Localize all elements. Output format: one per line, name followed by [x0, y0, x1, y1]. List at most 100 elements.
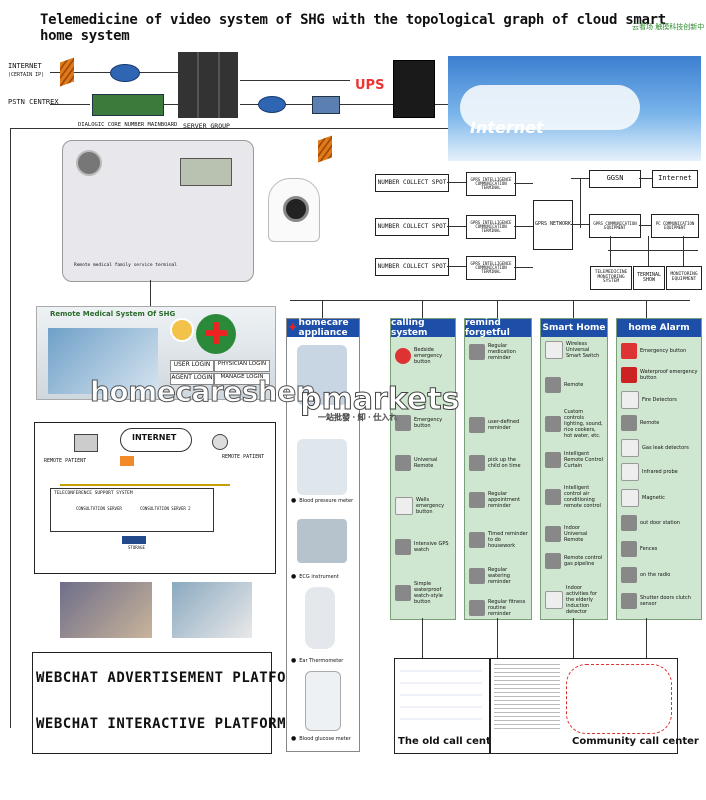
- air-conditioner-icon: [545, 489, 561, 505]
- list-item: Shutter doors clutch sensor: [621, 593, 698, 609]
- remote-patient-left-label: REMOTE PATIENT: [44, 458, 87, 464]
- remote-icon: [621, 415, 637, 431]
- server1-label: CONSULTATION SERVER: [76, 506, 122, 511]
- list-item: Remote: [621, 415, 698, 431]
- camera-lens-icon: [283, 196, 309, 222]
- wall-button-icon: [395, 497, 413, 515]
- list-item: ●Blood glucose meter: [291, 735, 351, 742]
- switch-icon: [545, 341, 563, 359]
- reminder-device-icon: [469, 455, 485, 471]
- gprs-terminal-3: GPRS INTELLIGENCE COMMUNICATION TERMINAL: [466, 256, 516, 280]
- list-item: user-defined reminder: [469, 417, 528, 433]
- list-item: ●Ear Thermometer: [291, 657, 344, 664]
- detector-icon: [545, 591, 563, 609]
- device-caption: Remote medical family service terminal: [74, 263, 177, 268]
- curtain-icon: [545, 452, 561, 468]
- list-item: Intensive GPS watch: [395, 539, 452, 555]
- firewall-icon-3: [120, 456, 134, 466]
- list-item: Indoor Universal Remote: [545, 525, 604, 543]
- router-icon-2: [258, 96, 286, 113]
- internet-label: INTERNET: [8, 62, 42, 70]
- manage-login-button[interactable]: MANAGE LOGIN: [214, 373, 270, 385]
- webchat-advertisement-platform: WEBCHAT ADVERTISEMENT PLATFORM: [36, 670, 304, 686]
- reminder-device-icon: [469, 568, 485, 584]
- column-homecare-appliance: ✚homecare appliance ●Blood pressure mete…: [286, 318, 360, 752]
- list-item: Remote control gas pipeline: [545, 553, 604, 569]
- mainboard-label: DIALOGIC CORE NUMBER MAINBOARD: [78, 122, 178, 128]
- list-item: Intelligent control air conditioning rem…: [545, 485, 604, 509]
- smoke-detector-icon: [621, 391, 639, 409]
- medical-cross-logo: ✚: [196, 314, 236, 354]
- monitoring-box: MONITORING EQUIPMENT: [666, 266, 702, 290]
- device-image: [305, 587, 335, 649]
- fence-icon: [621, 541, 637, 557]
- device-image: [297, 345, 347, 405]
- terminal-show-box: TERMINAL SHOW: [633, 266, 665, 290]
- internet-sub-label: (CERTAIN IP): [8, 72, 45, 78]
- alarm-button-icon: [621, 367, 637, 383]
- server-rack-icon: [178, 52, 238, 118]
- radio-icon: [621, 567, 637, 583]
- page-title: Telemedicine of video system of SHG with…: [40, 12, 666, 44]
- watermark-text-2: pmarkets: [299, 382, 460, 418]
- firewall-icon-2: [318, 135, 332, 163]
- list-item: Timed reminder to do housework: [469, 531, 528, 549]
- list-item: Universal Remote: [395, 455, 452, 471]
- emergency-button-icon: [395, 348, 411, 364]
- reminder-device-icon: [469, 600, 485, 616]
- switch-icon: [312, 96, 340, 114]
- appliance-icon: [545, 416, 561, 432]
- list-item: ●Blood pressure meter: [291, 497, 354, 504]
- remote-icon: [545, 377, 561, 393]
- pc-equipment-box: PC COMMUNICATION EQUIPMENT: [651, 214, 699, 238]
- watch-icon: [395, 585, 411, 601]
- user-login-button[interactable]: USER LOGIN: [170, 360, 214, 372]
- storage-icon: [122, 536, 146, 544]
- list-item: Fences: [621, 541, 698, 557]
- column-title: calling system: [391, 318, 455, 338]
- list-item: ●ECG instrument: [291, 573, 339, 580]
- list-item: Emergency button: [621, 343, 698, 359]
- list-item: Walls emergency button: [395, 497, 452, 515]
- watermark-text-3: 一站批發 · 卸 · 仕入れ: [318, 413, 398, 423]
- router-icon: [110, 64, 140, 82]
- list-item: Simple waterproof watch-style button: [395, 581, 452, 605]
- server-group-label: SERVER GROUP: [183, 122, 230, 130]
- magnetic-sensor-icon: [621, 489, 639, 507]
- list-item: on the radio: [621, 567, 698, 583]
- reminder-device-icon: [469, 344, 485, 360]
- device-image: [297, 439, 347, 495]
- camera-icon-small: [212, 434, 228, 450]
- gprs-internet-box: Internet: [652, 170, 698, 188]
- device-image: [297, 519, 347, 563]
- list-item: Wireless Universal Smart Switch: [545, 341, 604, 359]
- pstn-label: PSTN CENTREX: [8, 98, 59, 106]
- reminder-device-icon: [469, 532, 485, 548]
- laptop-icon: [74, 434, 98, 452]
- physician-login-button[interactable]: PHYSICIAN LOGIN: [214, 360, 270, 372]
- old-call-center-diagram: [400, 664, 482, 730]
- column-smart-home: Smart Home Wireless Universal Smart Swit…: [540, 318, 608, 620]
- brand-logo-text: 云看场 触摸科技创新中: [632, 23, 705, 31]
- door-station-icon: [621, 515, 637, 531]
- gprs-terminal-1: GPRS INTELLIGENCE COMMUNICATION TERMINAL: [466, 172, 516, 196]
- video-call-photo: [60, 582, 152, 638]
- classroom-photo: [172, 582, 252, 638]
- doctor-photo: [48, 328, 158, 394]
- shutter-sensor-icon: [621, 593, 637, 609]
- list-item: Waterproof emergency button: [621, 367, 698, 383]
- number-collect-spot-2: NUMBER COLLECT SPOT: [375, 218, 449, 236]
- support-system-label: TELECONFERENCE SUPPORT SYSTEM: [54, 491, 133, 496]
- list-item: Fire Detectors: [621, 391, 698, 409]
- alarm-button-icon: [621, 343, 637, 359]
- watermark-text-1: homecareshen: [89, 375, 316, 409]
- platform-panel: [32, 652, 272, 754]
- topology-internet-cloud: [120, 428, 192, 452]
- list-item: Custom controls lighting, sound, rice co…: [545, 409, 604, 439]
- reminder-device-icon: [469, 417, 485, 433]
- column-calling-system: calling system Bedside emergency button …: [390, 318, 456, 620]
- community-call-center-diagram: [566, 664, 672, 734]
- remote-medical-title: Remote Medical System Of SHG: [50, 310, 176, 318]
- community-call-center-text-block: [494, 662, 560, 732]
- agent-login-button[interactable]: AGENT LOGIN: [170, 373, 214, 385]
